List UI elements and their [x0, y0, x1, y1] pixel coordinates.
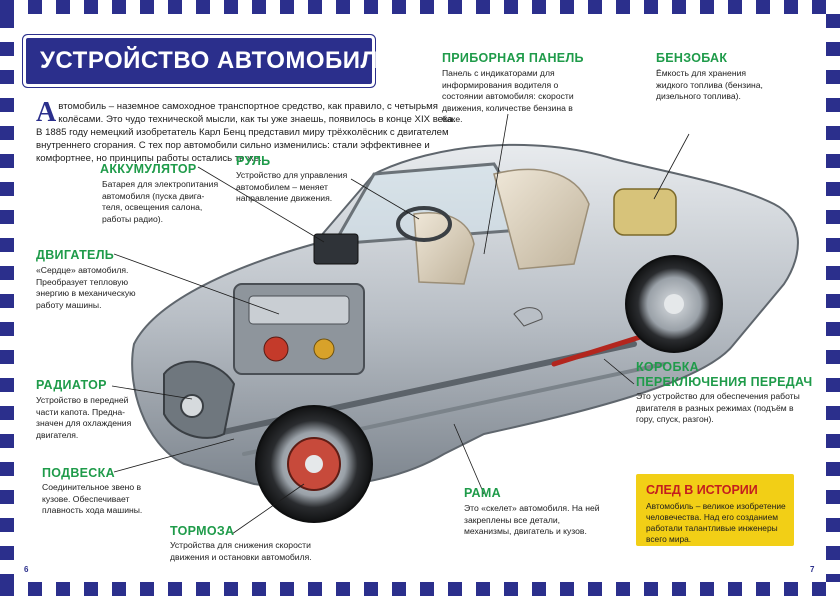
- label-brakes: ТОРМОЗА: [170, 524, 235, 538]
- title-banner: УСТРОЙСТВО АВТОМОБИЛЯ: [26, 38, 395, 84]
- leader-lines: [111, 113, 690, 535]
- history-text: Автомобиль – великое изобретение человеч…: [646, 501, 786, 544]
- desc-suspension: Соединительное звено в кузове. Обеспечив…: [42, 482, 143, 515]
- label-gearbox-line1: КОРОБКА: [636, 360, 699, 374]
- desc-brakes: Устройства для снижения скорости движени…: [170, 540, 312, 562]
- page-number-right: 7: [810, 565, 815, 574]
- intro-dropcap: А: [36, 97, 57, 128]
- page-number-left: 6: [24, 565, 29, 574]
- label-suspension: ПОДВЕСКА: [42, 466, 115, 480]
- desc-gearbox: Это устройство для обеспечения работы дв…: [636, 391, 800, 424]
- desc-fuel-tank: Ёмкость для хранения жидкого топлива (бе…: [656, 68, 763, 101]
- desc-steering: Устройство для управления автомобилем – …: [236, 170, 348, 203]
- history-title: СЛЕД В ИСТОРИИ: [646, 483, 758, 497]
- desc-radiator: Устройство в передней части капота. Пред…: [36, 395, 132, 440]
- checkered-border-bottom: [0, 582, 840, 596]
- desc-frame: Это «скелет» автомобиля. На ней закрепле…: [464, 503, 600, 536]
- label-radiator: РАДИАТОР: [36, 378, 107, 392]
- checkered-border-top: [0, 0, 840, 14]
- label-frame: РАМА: [464, 486, 501, 500]
- label-engine: ДВИГАТЕЛЬ: [36, 248, 115, 262]
- desc-accumulator: Батарея для электропитания автомобиля (п…: [102, 179, 219, 224]
- label-steering: РУЛЬ: [236, 154, 271, 168]
- label-dashboard: ПРИБОРНАЯ ПАНЕЛЬ: [442, 51, 584, 65]
- label-fuel-tank: БЕНЗОБАК: [656, 51, 728, 65]
- desc-engine: «Сердце» автомобиля. Преобразует теплову…: [36, 265, 136, 310]
- label-accumulator: АККУМУЛЯТОР: [100, 162, 197, 176]
- history-box: СЛЕД В ИСТОРИИ Автомобиль – великое изоб…: [636, 474, 794, 546]
- checkered-border-right: [826, 14, 840, 582]
- label-gearbox-line2: ПЕРЕКЛЮЧЕНИЯ ПЕРЕДАЧ: [636, 375, 813, 389]
- page-title: УСТРОЙСТВО АВТОМОБИЛЯ: [40, 47, 396, 74]
- desc-dashboard: Панель с индикаторами для информирования…: [442, 68, 574, 124]
- checkered-border-left: [0, 14, 14, 582]
